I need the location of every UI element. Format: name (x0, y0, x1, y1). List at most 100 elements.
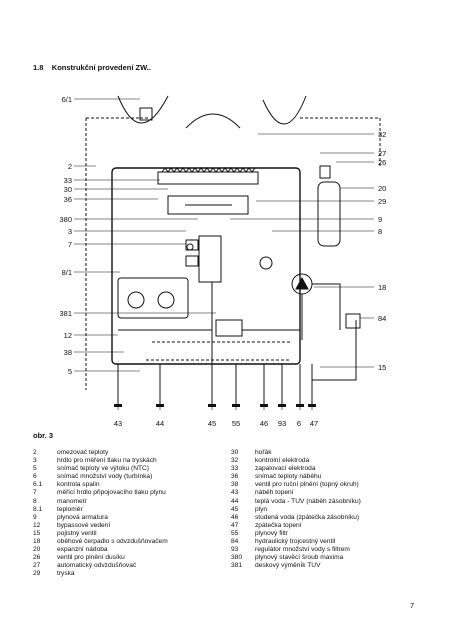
control-panel (117, 277, 189, 319)
callout-46: 46 (260, 419, 268, 428)
legend-num: 46 (231, 513, 239, 521)
legend-num: 3 (33, 457, 37, 465)
legend-num: 15 (33, 529, 41, 537)
legend-row: 2 omezovač teploty (33, 449, 168, 457)
legend-text: expanzní nádoba (57, 546, 108, 554)
dashed-line-right (300, 117, 381, 166)
legend-text: oběhové čerpadlo s odvzdušňovačem (57, 538, 168, 546)
legend-num: 33 (231, 465, 239, 473)
pipe-loop (301, 283, 357, 381)
legend-right: 30 hořák 32 kontrolní elektroda 33 zapalova… (231, 449, 361, 570)
callout-32: 32 (378, 130, 386, 139)
legend-num: 18 (33, 538, 41, 546)
legend-num: 9 (33, 513, 37, 521)
legend-text: pojistný ventil (57, 529, 97, 537)
legend-row: 36 snímač teploty náběhu (231, 473, 361, 481)
legend-num: 6 (33, 473, 37, 481)
callout-84: 84 (378, 314, 386, 323)
legend-text: hořák (255, 449, 272, 456)
callout-47: 47 (310, 419, 318, 428)
legend-text: bypassové vedení (57, 521, 111, 529)
callout-44: 44 (156, 419, 164, 428)
legend-text: plynová armatura (57, 513, 108, 521)
heat-exchanger (157, 171, 259, 185)
legend-text: plyn (255, 505, 268, 513)
pressure-gauge-icon (259, 256, 273, 270)
knob-right-icon (157, 291, 175, 309)
legend-row: 38 ventil pro ruční plnění (topný okruh) (231, 481, 361, 489)
callout-7: 7 (68, 240, 72, 249)
callout-27: 27 (378, 149, 386, 158)
legend-num: 38 (231, 481, 239, 489)
legend-num: 2 (33, 449, 37, 456)
plate-exchanger (215, 319, 243, 337)
callout-3: 3 (68, 227, 72, 236)
legend-num: 36 (231, 473, 239, 481)
legend-text: ventil pro ruční plnění (topný okruh) (255, 481, 359, 489)
legend-row: 3 hrdlo pro měření tlaku na tryskách (33, 457, 168, 465)
legend-text: snímač teploty náběhu (255, 473, 322, 481)
legend-text: deskový výměník TUV (255, 562, 321, 570)
legend-num: 381 (231, 562, 243, 570)
legend-num: 29 (33, 570, 41, 578)
legend-text: hrdlo pro měření tlaku na tryskách (57, 457, 157, 465)
legend-num: 43 (231, 489, 239, 497)
callout-12: 12 (64, 331, 72, 340)
legend-text: kontrolní elektroda (255, 457, 310, 465)
callout-29: 29 (378, 197, 386, 206)
callout-5: 5 (68, 367, 72, 376)
legend-row: 15 pojistný ventil (33, 530, 168, 538)
casing (111, 167, 301, 365)
callout-9: 9 (378, 215, 382, 224)
callout-381: 381 (59, 309, 72, 318)
legend-num: 45 (231, 505, 239, 513)
callout-43: 43 (114, 419, 122, 428)
legend-text: regulátor množství vody s filtrem (255, 546, 350, 554)
legend-num: 8 (33, 497, 37, 505)
legend-text: plynový stavěcí šroub maxima (255, 554, 344, 562)
callout-8: 8 (378, 227, 382, 236)
callout-26: 26 (378, 158, 386, 167)
expansion-vessel (317, 181, 341, 247)
legend-text: zpátečka topení (255, 521, 302, 529)
legend-num: 20 (33, 546, 41, 554)
nitrogen-valve-icon (319, 165, 331, 179)
legend-num: 32 (231, 457, 239, 465)
flue-arc-center (185, 113, 241, 129)
pipe-connections (117, 282, 313, 404)
legend-num: 55 (231, 529, 239, 537)
legend-row: 381 deskový výměník TUV (231, 562, 361, 570)
figure-label: obr. 3 (33, 431, 54, 440)
callout-6-1: 6/1 (62, 95, 72, 104)
legend-text: zapalovací elektroda (255, 465, 316, 473)
section-title: Konstrukční provedení ZW.. (51, 63, 151, 72)
legend-num: 84 (231, 538, 239, 546)
legend-text: ventil pro plnění dusíku (57, 554, 125, 562)
page-number: 7 (410, 601, 415, 610)
legend-num: 30 (231, 449, 239, 456)
leaders-right (230, 133, 374, 368)
flue-arc-right (262, 95, 307, 125)
legend-num: 380 (231, 554, 243, 562)
legend-text: kontrola spalin (57, 481, 100, 489)
legend-row: 380 plynový stavěcí šroub maxima (231, 554, 361, 562)
callout-20: 20 (378, 184, 386, 193)
dashed-line-left (85, 117, 140, 390)
legend-text: manometr (57, 497, 87, 505)
legend-row: 20 expanzní nádoba (33, 546, 168, 554)
legend-row: 8 manometr (33, 498, 168, 506)
callout-38: 38 (64, 348, 72, 357)
callout-2: 2 (68, 162, 72, 171)
legend-row: 32 kontrolní elektroda (231, 457, 361, 465)
legend-text: omezovač teploty (57, 449, 109, 456)
callout-6: 6 (297, 419, 301, 428)
callout-93: 93 (278, 419, 286, 428)
